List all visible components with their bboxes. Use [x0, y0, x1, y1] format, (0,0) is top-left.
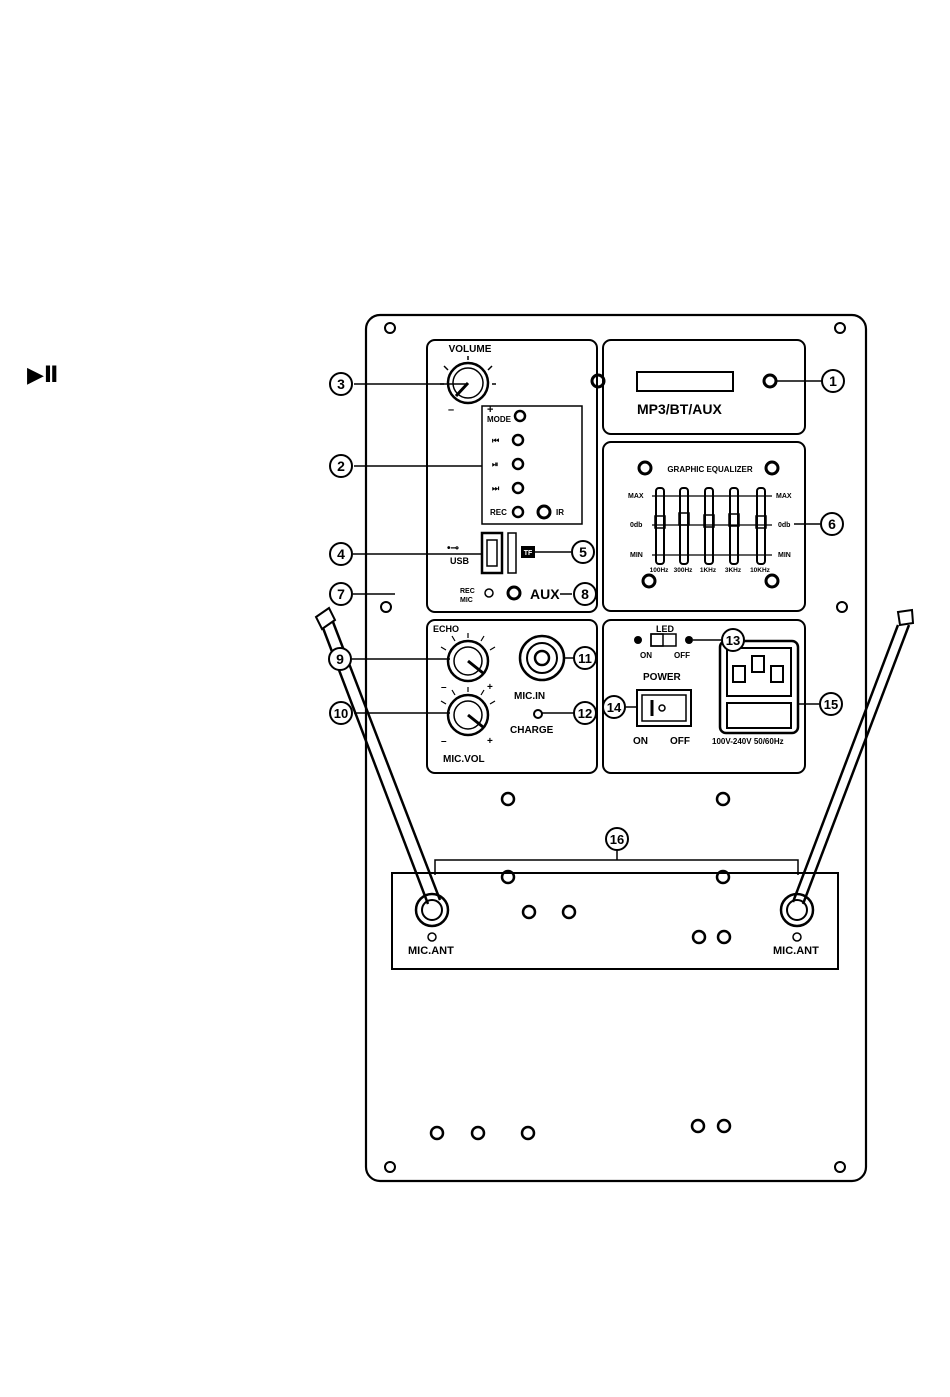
callout-10-number: 10 — [334, 706, 348, 721]
volume-minus-label: – — [448, 404, 454, 416]
ir-sensor — [538, 506, 550, 518]
callout-13-number: 13 — [726, 633, 740, 648]
echo-plus-label: + — [487, 682, 493, 693]
power-off-label: OFF — [670, 736, 690, 747]
control-buttons[interactable] — [513, 411, 525, 517]
prev-button — [513, 435, 523, 445]
mic-in-jack[interactable] — [520, 636, 564, 680]
mic-vol-minus-label: – — [441, 736, 447, 747]
rec-button — [513, 507, 523, 517]
mic-in-label: MIC.IN — [514, 691, 545, 702]
antenna-mount-right — [781, 894, 813, 941]
ac-power-inlet[interactable] — [720, 641, 798, 733]
antenna-bracket — [392, 873, 838, 969]
eq-slider-10KHz[interactable] — [757, 488, 765, 564]
callout-11-number: 11 — [578, 651, 592, 666]
mic-vol-knob[interactable] — [448, 695, 488, 735]
mic-vol-label: MIC.VOL — [443, 754, 485, 765]
eq-band-label: 100Hz — [650, 567, 670, 574]
eq-slider-100Hz[interactable] — [656, 488, 664, 564]
prev-icon: ⏮ — [492, 436, 499, 445]
module-display — [603, 340, 805, 434]
equalizer-title: GRAPHIC EQUALIZER — [667, 465, 753, 474]
callout-3-number: 3 — [337, 376, 345, 392]
led-off-dot — [685, 636, 693, 644]
mic-ant-label-right: MIC.ANT — [773, 945, 819, 957]
echo-minus-label: – — [441, 682, 447, 693]
next-button — [513, 483, 523, 493]
callout-7-number: 7 — [337, 586, 345, 602]
callout-16-number: 16 — [610, 832, 624, 847]
led-on-dot — [634, 636, 642, 644]
eq-min-label-right: MIN — [778, 552, 791, 559]
mode-button — [515, 411, 525, 421]
equalizer-sliders[interactable] — [655, 488, 766, 564]
antenna-mount-left — [416, 894, 448, 941]
eq-slider-1KHz[interactable] — [705, 488, 713, 564]
callout-15-number: 15 — [824, 697, 838, 712]
mic-vol-plus-label: + — [487, 736, 493, 747]
display-screw-right — [764, 375, 776, 387]
lower-screws — [431, 793, 730, 1139]
callout-1-number: 1 — [829, 373, 837, 389]
mode-label: MODE — [487, 415, 512, 424]
eq-max-label-right: MAX — [776, 493, 792, 500]
echo-label: ECHO — [433, 624, 459, 634]
next-icon: ⏭ — [492, 484, 500, 493]
panel-plate — [366, 315, 866, 1181]
corner-screws — [381, 323, 847, 1172]
rec-mic-label-1: REC — [460, 588, 475, 595]
callout-5-number: 5 — [579, 544, 587, 560]
antenna-right[interactable] — [793, 610, 913, 904]
callout-12-number: 12 — [578, 706, 592, 721]
aux-jack[interactable] — [508, 587, 520, 599]
rec-mic-label-2: MIC — [460, 597, 473, 604]
equalizer-band-labels: 100Hz 300Hz 1KHz 3KHz 10KHz — [650, 567, 771, 574]
callout-6-number: 6 — [828, 516, 836, 532]
eq-band-label: 10KHz — [750, 567, 771, 574]
usb-icon: •⊸ — [447, 543, 460, 554]
led-label: LED — [656, 624, 675, 634]
callout-8-number: 8 — [581, 586, 589, 602]
led-off-label: OFF — [674, 651, 690, 660]
eq-slider-300Hz[interactable] — [680, 488, 688, 564]
eq-band-label: 1KHz — [700, 567, 717, 574]
volume-knob[interactable] — [440, 356, 496, 403]
eq-band-label: 300Hz — [674, 567, 694, 574]
rec-mic-hole — [485, 589, 493, 597]
led-on-label: ON — [640, 651, 652, 660]
echo-knob[interactable] — [448, 641, 488, 681]
power-on-label: ON — [633, 736, 648, 747]
usb-label: USB — [450, 556, 470, 566]
volume-label: VOLUME — [449, 344, 492, 355]
mic-ant-label-left: MIC.ANT — [408, 945, 454, 957]
play-pause-button — [513, 459, 523, 469]
module-mic — [427, 620, 597, 773]
usb-port-bracket — [508, 533, 516, 573]
usb-port[interactable] — [482, 533, 502, 573]
callout-9-number: 9 — [336, 651, 344, 667]
power-label: POWER — [643, 672, 682, 683]
tf-label: TF — [524, 550, 533, 557]
charge-label: CHARGE — [510, 725, 554, 736]
aux-label: AUX — [530, 586, 560, 602]
callout-14-number: 14 — [607, 700, 622, 715]
power-switch[interactable] — [637, 690, 691, 726]
eq-min-label-left: MIN — [630, 552, 643, 559]
power-rating-label: 100V-240V 50/60Hz — [712, 737, 784, 746]
display-label: MP3/BT/AUX — [637, 401, 722, 417]
rec-label: REC — [490, 508, 507, 517]
eq-band-label: 3KHz — [725, 567, 742, 574]
callout-4-number: 4 — [337, 546, 345, 562]
eq-zero-label-right: 0db — [778, 522, 790, 529]
eq-max-label-left: MAX — [628, 493, 644, 500]
callout-2-number: 2 — [337, 458, 345, 474]
lcd-display — [637, 372, 733, 391]
ir-label: IR — [556, 508, 564, 517]
play-pause-small-icon: ⏯ — [492, 460, 498, 469]
charge-indicator — [534, 710, 542, 718]
eq-zero-label-left: 0db — [630, 522, 642, 529]
